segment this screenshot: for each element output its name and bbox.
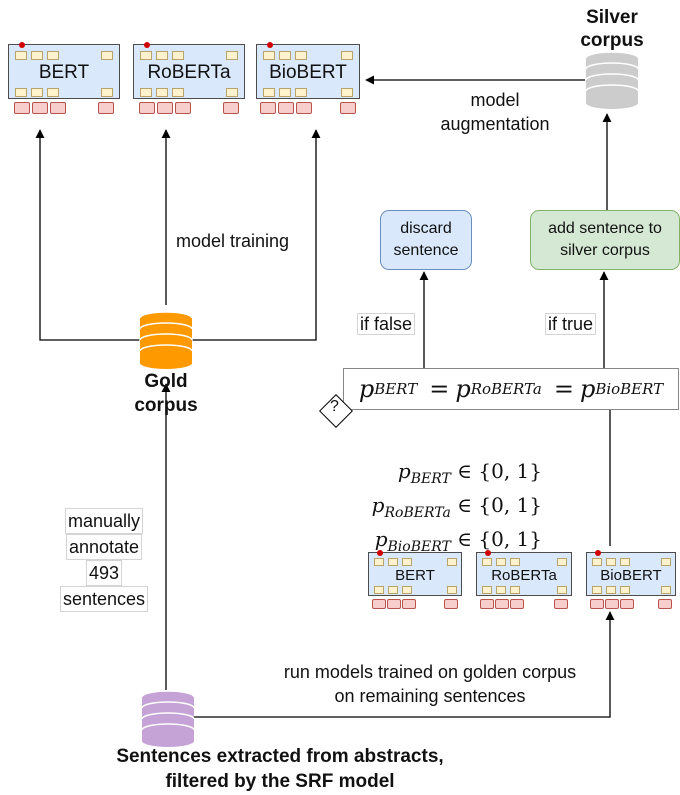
input-tokens-row xyxy=(137,102,241,114)
run-models-label: run models trained on golden corpus on r… xyxy=(283,662,577,706)
model-name: BERT xyxy=(395,567,435,584)
status-dot xyxy=(144,42,150,48)
probability-row: pRoBERTa ∈ {0, 1} xyxy=(371,493,542,521)
gold-to-biobert-arrow xyxy=(192,129,321,341)
source-database-icon xyxy=(141,690,195,747)
probability-list: pBERT ∈ {0, 1} pRoBERTa ∈ {0, 1} pBioBER… xyxy=(350,458,542,560)
model-name: RoBERTa xyxy=(491,567,557,584)
model-name: RoBERTa xyxy=(147,62,231,83)
gold-corpus-label: Gold corpus xyxy=(134,371,198,416)
model-training-label: model training xyxy=(176,231,290,251)
source-to-models-arrow xyxy=(194,611,615,718)
probability-row: pBioBERT ∈ {0, 1} xyxy=(374,527,542,555)
status-dot xyxy=(595,550,601,556)
model-card-biobert-top: BioBERT xyxy=(256,42,360,99)
model-name: BioBERT xyxy=(600,567,662,584)
silver-corpus-database-icon xyxy=(585,51,639,109)
model-augmentation-label: model augmentation xyxy=(440,90,550,134)
model-name: BERT xyxy=(38,62,90,83)
status-dot xyxy=(485,550,491,556)
gold-to-bert-arrow xyxy=(35,129,140,341)
status-dot xyxy=(19,42,25,48)
silver-corpus-label: Silver corpus xyxy=(580,7,644,51)
input-tokens-row xyxy=(12,102,116,114)
model-card-bert-top: BERT xyxy=(8,42,120,99)
if-false-label: if false xyxy=(357,313,416,335)
annotation-label: manually annotate 493 sentences xyxy=(52,508,156,612)
input-tokens-row xyxy=(370,599,460,609)
model-card-bert-bottom: BERT xyxy=(368,550,462,596)
gold-corpus-database-icon xyxy=(139,311,193,369)
input-tokens-row xyxy=(588,599,674,609)
model-card-roberta-top: RoBERTa xyxy=(133,42,245,99)
if-true-label: if true xyxy=(545,313,597,335)
model-name: BioBERT xyxy=(269,62,347,83)
source-corpus-label: Sentences extracted from abstracts, filt… xyxy=(116,746,444,792)
probability-row: pBERT ∈ {0, 1} xyxy=(397,459,542,487)
decision-marker: ? xyxy=(330,398,339,415)
status-dot xyxy=(377,550,383,556)
input-tokens-row xyxy=(258,102,358,114)
input-tokens-row xyxy=(478,599,570,609)
model-card-roberta-bottom: RoBERTa xyxy=(476,550,572,596)
model-card-biobert-bottom: BioBERT xyxy=(586,550,676,596)
status-dot xyxy=(267,42,273,48)
